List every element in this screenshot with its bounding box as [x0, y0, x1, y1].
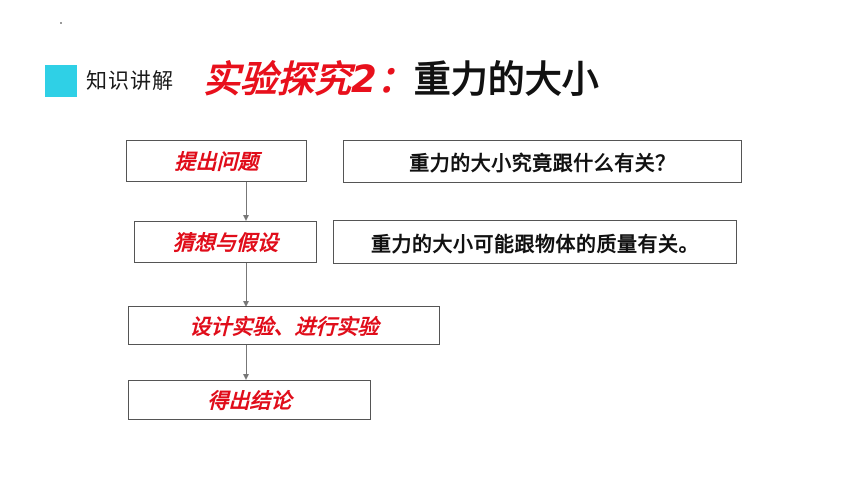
flow-step-3: 设计实验、进行实验 — [128, 306, 440, 345]
flow-desc-1: 重力的大小究竟跟什么有关？ — [343, 140, 742, 183]
flow-step-1: 提出问题 — [126, 140, 307, 182]
flow-step-2-label: 猜想与假设 — [173, 231, 278, 255]
section-label: 知识讲解 — [86, 69, 174, 93]
page-title-black: 重力的大小 — [413, 58, 599, 101]
flow-desc-1-text: 重力的大小究竟跟什么有关？ — [409, 151, 676, 175]
section-badge — [45, 65, 77, 97]
flow-step-3-label: 设计实验、进行实验 — [189, 314, 379, 339]
flow-connector-3 — [246, 345, 247, 375]
flow-arrow-3-icon — [243, 374, 249, 380]
flow-step-4-label: 得出结论 — [207, 389, 292, 413]
flow-desc-2: 重力的大小可能跟物体的质量有关。 — [333, 220, 737, 264]
flow-arrow-1-icon — [243, 215, 249, 221]
flow-desc-2-text: 重力的大小可能跟物体的质量有关。 — [371, 231, 699, 256]
flow-connector-1 — [246, 182, 247, 216]
flow-step-2: 猜想与假设 — [134, 221, 317, 263]
flow-connector-2 — [246, 263, 247, 302]
flow-step-1-label: 提出问题 — [174, 150, 259, 174]
page-title: 实验探究2：重力的大小 — [203, 55, 599, 105]
flow-arrow-2-icon — [243, 301, 249, 307]
page-title-red: 实验探究2： — [203, 58, 414, 101]
decorative-dot — [60, 22, 62, 24]
flow-step-4: 得出结论 — [128, 380, 371, 420]
